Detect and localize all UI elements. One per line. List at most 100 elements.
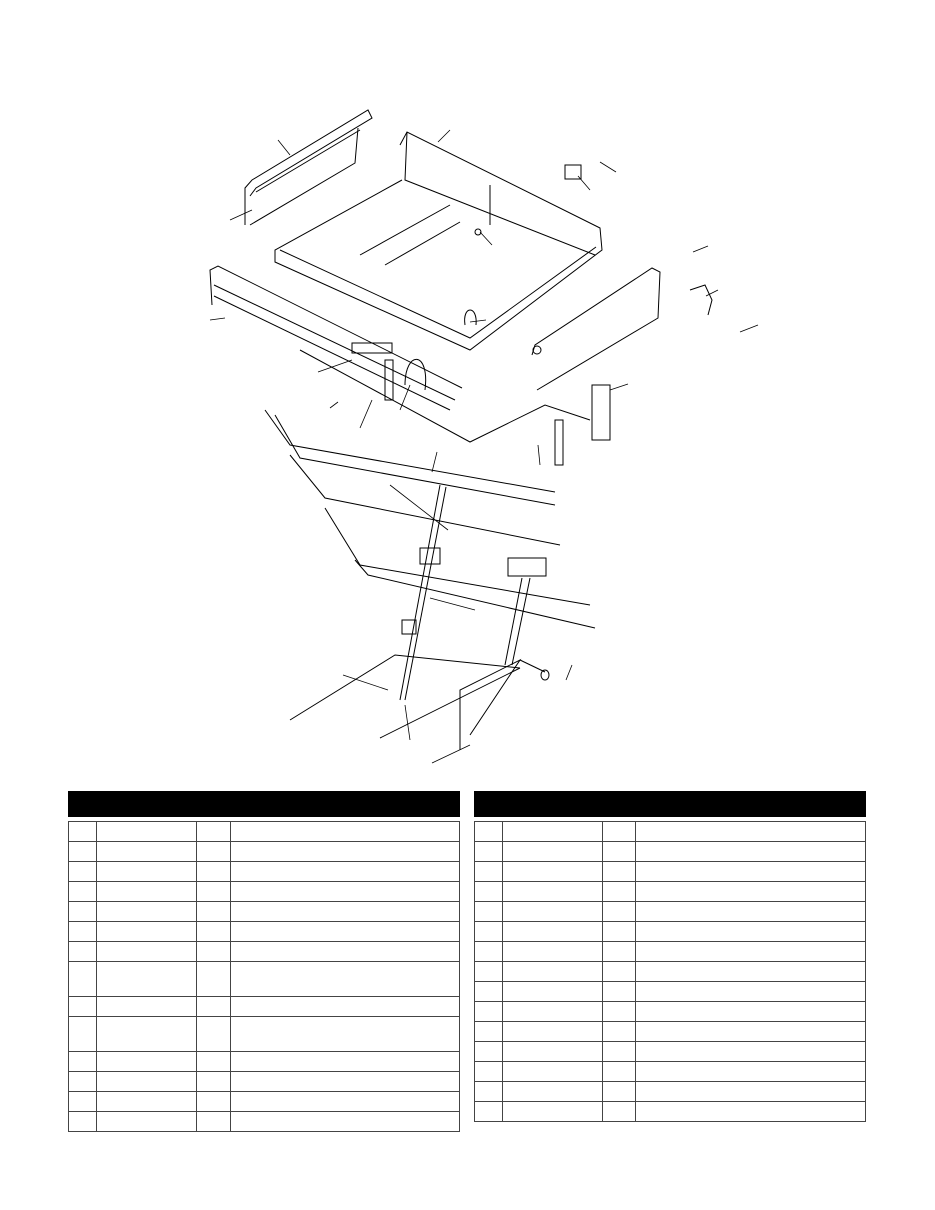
table-cell: [68, 1071, 97, 1092]
table-cell: [196, 1071, 231, 1092]
table-cell: [230, 901, 460, 922]
table-cell: [502, 941, 603, 962]
table-cell: [502, 1041, 603, 1062]
table-row: [474, 881, 866, 902]
table-cell: [635, 1101, 866, 1122]
table-cell: [502, 1061, 603, 1082]
table-row: [474, 1021, 866, 1042]
table-cell: [474, 861, 503, 882]
table-cell: [230, 821, 460, 842]
table-cell: [68, 1111, 97, 1132]
table-cell: [635, 1041, 866, 1062]
table-cell: [602, 921, 636, 942]
table-cell: [96, 881, 197, 902]
callout-leader-line: [317, 359, 353, 373]
table-cell: [196, 961, 231, 997]
callout-leader-line: [277, 139, 291, 156]
callout-leader-line: [431, 451, 438, 473]
table-row: [68, 1091, 460, 1112]
table-cell: [96, 941, 197, 962]
table-cell: [230, 1111, 460, 1132]
table-cell: [230, 961, 460, 997]
table-cell: [602, 1021, 636, 1042]
table-cell: [474, 1061, 503, 1082]
callout-leader-line: [429, 597, 476, 611]
table-row: [474, 1081, 866, 1102]
table-cell: [196, 921, 231, 942]
table-cell: [96, 1071, 197, 1092]
table-cell: [68, 941, 97, 962]
hitch-frame: [289, 654, 550, 750]
table-row: [68, 861, 460, 882]
table-cell: [68, 821, 97, 842]
table-row: [68, 1016, 460, 1052]
table-cell: [230, 1091, 460, 1112]
table-cell: [474, 841, 503, 862]
table-row: [474, 981, 866, 1002]
table-cell: [196, 1091, 231, 1112]
callout-leader-line: [609, 383, 629, 391]
table-cell: [502, 821, 603, 842]
lift-linkage: [399, 484, 547, 701]
table-cell: [635, 961, 866, 982]
callout-leader-line: [329, 401, 339, 409]
parts-table-left-header: [68, 791, 460, 817]
table-row: [474, 1001, 866, 1022]
table-cell: [68, 1051, 97, 1072]
table-cell: [96, 1016, 197, 1052]
table-cell: [230, 941, 460, 962]
table-cell: [602, 1101, 636, 1122]
callout-leader-line: [399, 384, 411, 411]
table-row: [68, 901, 460, 922]
callout-leader-line: [692, 245, 709, 253]
table-cell: [602, 881, 636, 902]
table-cell: [96, 961, 197, 997]
tractor-frame: [264, 409, 596, 629]
table-cell: [474, 1021, 503, 1042]
table-cell: [196, 861, 231, 882]
callout-leader-line: [599, 161, 617, 173]
table-cell: [96, 1111, 197, 1132]
table-cell: [602, 1061, 636, 1082]
table-row: [474, 921, 866, 942]
callout-leader-lines: [209, 129, 759, 764]
callout-leader-line: [389, 484, 449, 531]
callout-leader-line: [577, 175, 591, 191]
table-cell: [602, 901, 636, 922]
callout-leader-line: [229, 209, 253, 221]
table-cell: [502, 1021, 603, 1042]
table-cell: [502, 921, 603, 942]
callout-leader-line: [359, 399, 373, 429]
table-cell: [96, 901, 197, 922]
table-row: [68, 821, 460, 842]
callout-leader-line: [537, 444, 541, 466]
exploded-parts-diagram: [209, 109, 759, 764]
table-cell: [602, 821, 636, 842]
table-cell: [602, 861, 636, 882]
table-row: [474, 821, 866, 842]
table-cell: [96, 1091, 197, 1112]
table-cell: [502, 1081, 603, 1102]
table-cell: [602, 1081, 636, 1102]
table-cell: [196, 996, 231, 1017]
table-cell: [68, 841, 97, 862]
parts-table-left: [68, 821, 460, 1132]
table-cell: [474, 981, 503, 1002]
table-cell: [196, 1111, 231, 1132]
table-cell: [635, 861, 866, 882]
table-row: [68, 1071, 460, 1092]
table-cell: [635, 1061, 866, 1082]
table-cell: [68, 861, 97, 882]
table-cell: [230, 921, 460, 942]
table-row: [68, 961, 460, 997]
table-cell: [602, 1041, 636, 1062]
table-cell: [196, 1051, 231, 1072]
table-cell: [474, 1101, 503, 1122]
hinge-brackets: [351, 164, 713, 466]
table-cell: [635, 941, 866, 962]
table-cell: [502, 961, 603, 982]
table-row: [68, 841, 460, 862]
table-cell: [96, 1051, 197, 1072]
table-row: [474, 961, 866, 982]
table-cell: [68, 901, 97, 922]
